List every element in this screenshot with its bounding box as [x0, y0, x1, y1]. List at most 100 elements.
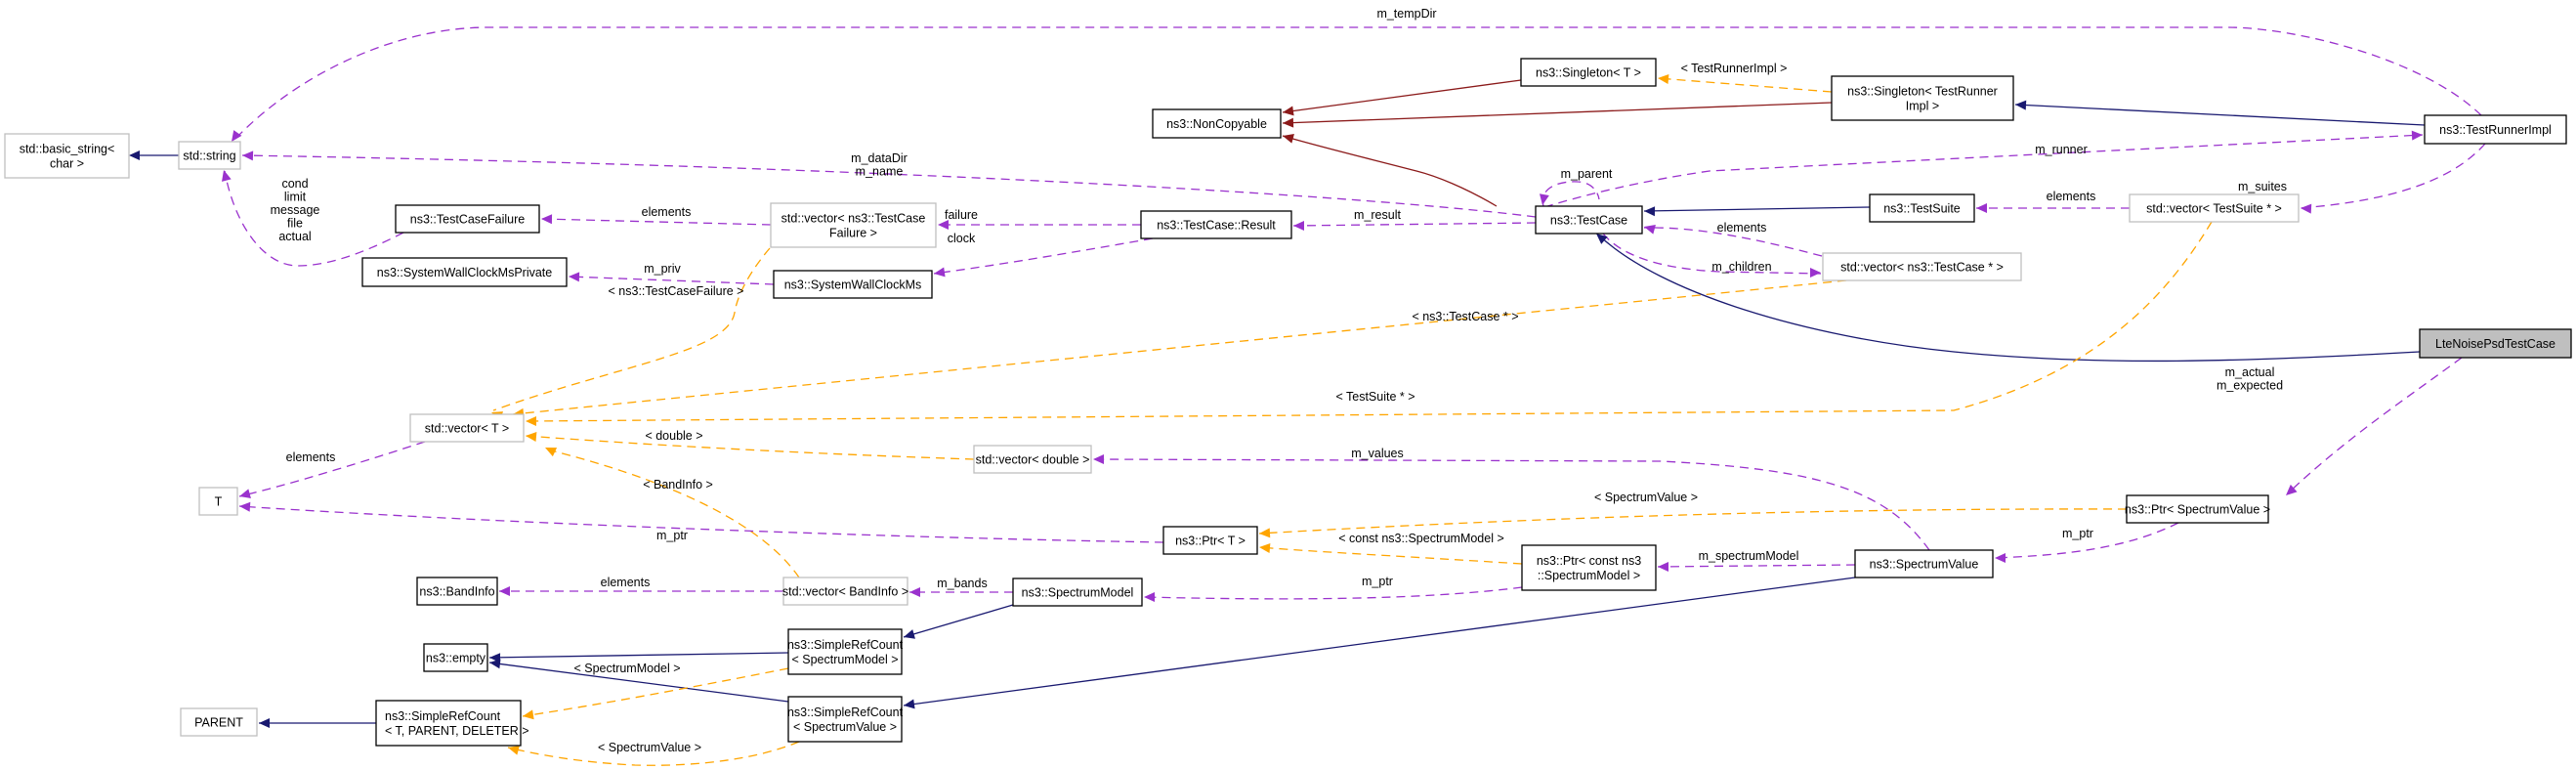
- edge-ptr_sv-to-spectrumvalue: [1994, 522, 2179, 563]
- edge-testcase-to-result: [1292, 221, 1537, 231]
- class-node-src_sv[interactable]: ns3::SimpleRefCount< SpectrumValue >: [787, 696, 904, 743]
- class-box: [180, 707, 258, 737]
- arrowhead-icon: [545, 448, 558, 457]
- arrowhead-icon: [1093, 454, 1104, 464]
- class-box: [1854, 549, 1994, 578]
- arrowhead-icon: [2015, 100, 2027, 110]
- templ-edge-line: [1258, 508, 2128, 535]
- class-node-bandinfo[interactable]: ns3::BandInfo: [416, 577, 498, 606]
- class-node-ptr_sv[interactable]: ns3::Ptr< SpectrumValue >: [2125, 494, 2270, 524]
- edge-vec_testsuite-to-testsuite: [1976, 203, 2130, 213]
- class-node-empty[interactable]: ns3::empty: [423, 643, 488, 672]
- edge-label-line: limit: [284, 191, 307, 204]
- usage-edge-line: [2300, 143, 2486, 209]
- class-name-text: std::vector< double >: [976, 452, 1090, 466]
- edge-lte-to-ptr_sv: [2286, 357, 2463, 495]
- edge-label: elements: [286, 450, 336, 464]
- arrowhead-icon: [259, 718, 270, 728]
- noncopy-edge-line: [1282, 135, 1498, 207]
- noncopy-edge-line: [1282, 102, 1833, 124]
- class-node-testcasefailure[interactable]: ns3::TestCaseFailure: [395, 204, 540, 234]
- class-node-spectrumvalue[interactable]: ns3::SpectrumValue: [1854, 549, 1994, 578]
- edge-spectrummodel-to-vec_bandinfo: [909, 587, 1013, 597]
- edge-singleton_tri-to-noncopyable: [1282, 102, 1833, 128]
- class-node-singleton_tri[interactable]: ns3::Singleton< TestRunnerImpl >: [1831, 75, 2014, 121]
- edge-label-line: m_tempDir: [1376, 7, 1436, 21]
- class-node-parent[interactable]: PARENT: [180, 707, 258, 737]
- class-box: [1535, 205, 1643, 235]
- edge-label-line: m_runner: [2035, 143, 2088, 156]
- class-box: [787, 628, 903, 675]
- arrowhead-icon: [232, 130, 242, 142]
- edge-label-line: < TestSuite * >: [1335, 390, 1415, 404]
- class-node-testsuite[interactable]: ns3::TestSuite: [1869, 193, 1975, 223]
- arrowhead-icon: [523, 709, 534, 720]
- arrowhead-icon: [1658, 562, 1668, 572]
- class-node-spectrummodel[interactable]: ns3::SpectrumModel: [1012, 578, 1143, 607]
- class-node-ptr_csm[interactable]: ns3::Ptr< const ns3::SpectrumModel >: [1521, 544, 1657, 591]
- edge-label: m_priv: [644, 262, 681, 276]
- class-node-syswallprivate[interactable]: ns3::SystemWallClockMsPrivate: [361, 257, 568, 287]
- class-node-src_generic[interactable]: ns3::SimpleRefCount< T, PARENT, DELETER …: [375, 700, 529, 747]
- class-node-result[interactable]: ns3::TestCase::Result: [1140, 210, 1292, 239]
- edge-spectrummodel-to-src_sm: [903, 604, 1014, 639]
- class-name-text: std::vector< ns3::TestCase * >: [1840, 260, 2004, 274]
- class-node-string[interactable]: std::string: [178, 141, 241, 170]
- edge-vec_tcfailure-to-testcasefailure: [541, 214, 772, 226]
- class-node-vec_t[interactable]: std::vector< T >: [409, 413, 525, 443]
- class-node-testrunnerimpl[interactable]: ns3::TestRunnerImpl: [2424, 114, 2567, 145]
- inherit-edge-line: [1643, 206, 1871, 212]
- usage-edge-line: [1994, 522, 2179, 559]
- class-node-lte[interactable]: LteNoisePsdTestCase: [2419, 328, 2572, 359]
- edge-label: elements: [601, 576, 651, 589]
- edge-label: m_ptr: [656, 529, 688, 542]
- edge-vec_testcase-to-vec_t: [512, 279, 1847, 418]
- edge-label-line: m_suites: [2238, 180, 2287, 193]
- class-box: [198, 487, 238, 516]
- edge-label-line: < SpectrumValue >: [598, 741, 701, 754]
- edge-spectrumvalue-to-ptr_csm: [1657, 562, 1856, 572]
- arrowhead-icon: [1293, 221, 1304, 231]
- class-node-t[interactable]: T: [198, 487, 238, 516]
- edge-string-to-basic_string: [129, 150, 179, 160]
- class-box: [773, 270, 933, 299]
- class-name-text: ns3::TestCaseFailure: [410, 212, 525, 226]
- class-node-vec_double[interactable]: std::vector< double >: [973, 445, 1092, 474]
- class-node-ptr_t[interactable]: ns3::Ptr< T >: [1162, 526, 1258, 555]
- usage-edge-line: [1092, 458, 1930, 551]
- class-box: [2129, 193, 2300, 223]
- arrowhead-icon: [1644, 225, 1656, 235]
- arrowhead-icon: [2411, 130, 2423, 141]
- class-node-singleton_t[interactable]: ns3::Singleton< T >: [1520, 58, 1657, 87]
- arrowhead-icon: [526, 431, 537, 442]
- edge-label-line: elements: [1717, 221, 1767, 235]
- class-node-syswall[interactable]: ns3::SystemWallClockMs: [773, 270, 933, 299]
- class-box: [787, 696, 903, 743]
- class-name-text: ns3::SpectrumModel: [1022, 585, 1134, 599]
- class-node-noncopyable[interactable]: ns3::NonCopyable: [1152, 108, 1282, 139]
- class-name-text: std::vector< T >: [425, 421, 509, 435]
- class-node-vec_bandinfo[interactable]: std::vector< BandInfo >: [782, 577, 908, 606]
- class-name-text: ns3::SystemWallClockMsPrivate: [377, 266, 552, 279]
- usage-edge-line: [233, 26, 2482, 141]
- class-node-vec_tcfailure[interactable]: std::vector< ns3::TestCaseFailure >: [770, 202, 937, 248]
- class-name-text: ns3::BandInfo: [419, 584, 494, 598]
- arrowhead-icon: [904, 699, 915, 709]
- class-box: [395, 204, 540, 234]
- class-node-testcase[interactable]: ns3::TestCase: [1535, 205, 1643, 235]
- arrowhead-icon: [1658, 73, 1669, 84]
- class-name-text: ns3::SystemWallClockMs: [784, 278, 922, 291]
- edge-label-line: m_expected: [2217, 379, 2283, 393]
- class-node-basic_string[interactable]: std::basic_string<char >: [4, 133, 130, 179]
- inherit-edge-line: [903, 604, 1014, 638]
- edge-label: < const ns3::SpectrumModel >: [1338, 532, 1504, 545]
- class-box: [1869, 193, 1975, 223]
- edge-ptr_sv-to-ptr_t: [1258, 508, 2128, 538]
- class-node-vec_testcase[interactable]: std::vector< ns3::TestCase * >: [1822, 252, 2022, 281]
- class-node-src_sm[interactable]: ns3::SimpleRefCount< SpectrumModel >: [787, 628, 904, 675]
- class-node-vec_testsuite[interactable]: std::vector< TestSuite * >: [2129, 193, 2300, 223]
- class-box: [1831, 75, 2014, 121]
